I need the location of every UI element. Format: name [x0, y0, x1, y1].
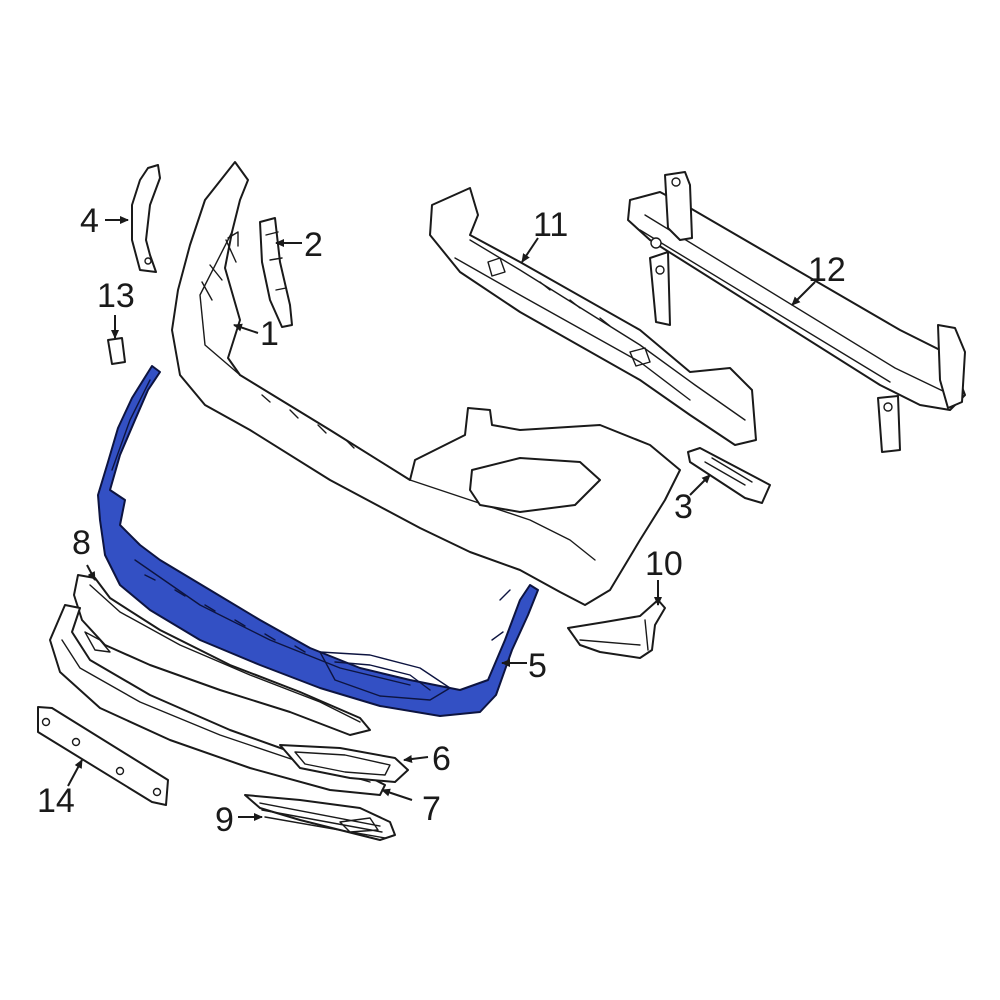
leader-14 [67, 759, 83, 787]
part-14-plate-bracket [37, 706, 169, 806]
part-5-lower-valance-highlighted [97, 365, 539, 717]
callout-1: 1 [260, 315, 279, 353]
part-12-reinforcement-beam [627, 171, 966, 453]
callout-11: 11 [533, 206, 568, 244]
part-1-bumper-cover [171, 161, 681, 606]
callout-3: 3 [674, 488, 693, 526]
callout-12: 12 [808, 251, 846, 289]
leader-3 [689, 474, 711, 496]
leader-8 [86, 564, 96, 581]
part-10-corner-bracket [567, 599, 666, 659]
callout-14: 14 [37, 782, 75, 820]
leader-1 [233, 323, 259, 334]
part-9-grille-insert [244, 794, 396, 841]
callout-2: 2 [304, 226, 323, 264]
leader-12 [791, 281, 816, 306]
callout-7: 7 [422, 790, 441, 828]
leader-6 [403, 755, 429, 763]
callout-13: 13 [97, 277, 135, 315]
callout-9: 9 [215, 801, 234, 839]
callout-10: 10 [645, 545, 683, 583]
callout-5: 5 [528, 647, 547, 685]
leader-lines [67, 216, 816, 821]
part-11-energy-absorber [429, 187, 757, 446]
callout-8: 8 [72, 524, 91, 562]
part-8-molding [73, 574, 371, 736]
part-2-side-bracket [259, 217, 293, 328]
callout-6: 6 [432, 740, 451, 778]
part-3-bracket [687, 447, 771, 504]
callout-labels: 1 2 3 4 5 6 7 8 9 10 11 12 13 14 [37, 202, 846, 839]
leader-11 [521, 237, 539, 263]
leader-7 [381, 788, 413, 801]
part-4-bracket [131, 164, 161, 273]
callout-4: 4 [80, 202, 99, 240]
part-6-fog-bezel [279, 744, 409, 783]
part-13-clip [107, 337, 126, 365]
